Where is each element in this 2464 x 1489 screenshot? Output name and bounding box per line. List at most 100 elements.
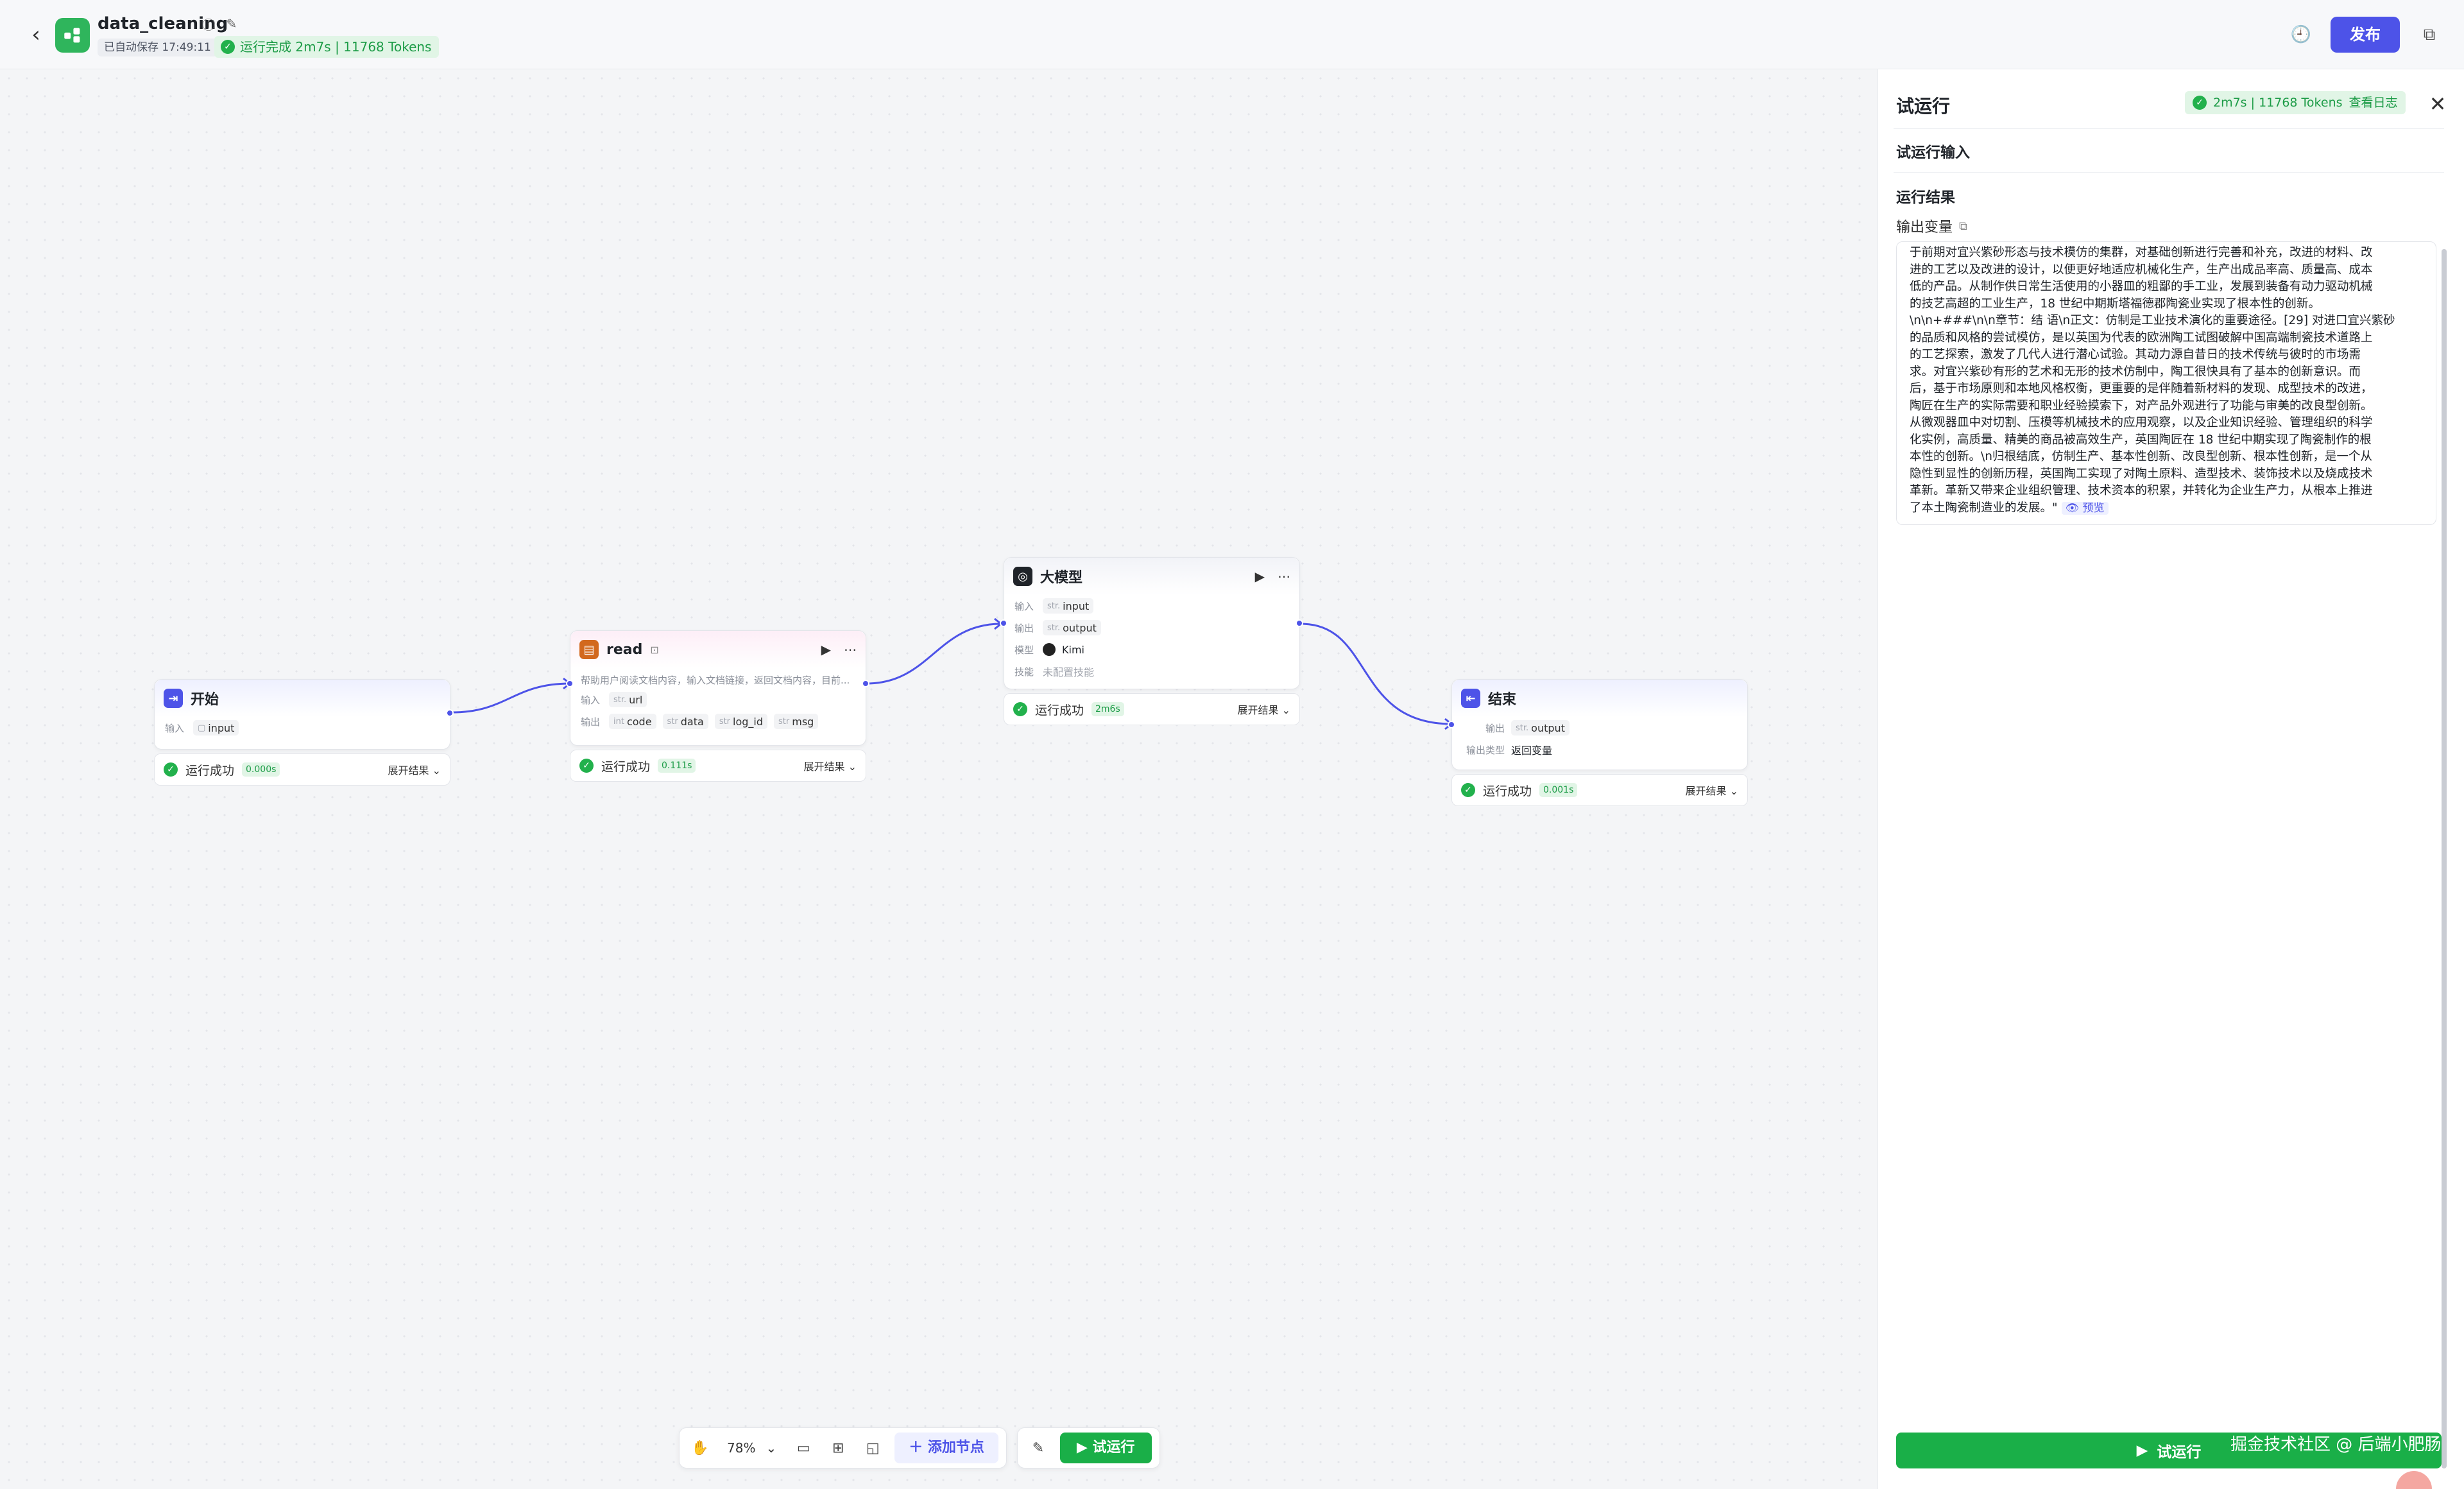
node-start-header: ⇥ 开始 xyxy=(155,680,450,717)
info-icon[interactable]: ⓘ xyxy=(202,17,215,33)
llm-output-tag: str.output xyxy=(1043,620,1101,635)
node-read[interactable]: ▤ read ⊡ ▶ ⋯ 帮助用户阅读文档内容，输入文档链接，返回文档内容，目前… xyxy=(566,630,869,746)
top-header: ‹ data_cleaning ⓘ ✎ 已自动保存 17:49:11 ✓ 运行完… xyxy=(0,0,2464,69)
plugin-icon: ▤ xyxy=(579,640,599,659)
panel-test-run-button[interactable]: ▶ 试运行 xyxy=(1896,1433,2442,1468)
panel-stat-text: 2m7s | 11768 Tokens xyxy=(2213,96,2343,110)
start-status: ✓ 运行成功 0.000s 展开结果 ⌄ xyxy=(154,753,450,786)
start-expand-button[interactable]: 展开结果 ⌄ xyxy=(388,764,441,777)
zoom-select[interactable]: 78% ⌄ xyxy=(722,1440,782,1456)
check-circle-icon: ✓ xyxy=(2193,96,2207,110)
publish-button[interactable]: 发布 xyxy=(2331,17,2400,53)
start-node-icon: ⇥ xyxy=(164,689,183,708)
node-end[interactable]: ⇤ 结束 输出 str.output 输出类型 返回变量 xyxy=(1448,679,1748,770)
test-run-button[interactable]: ▶ 试运行 xyxy=(1059,1433,1152,1463)
node-start[interactable]: ⇥ 开始 输入 ▢input xyxy=(154,679,454,750)
start-expand-label: 展开结果 xyxy=(388,764,429,777)
hand-tool-icon[interactable]: ✋ xyxy=(691,1440,709,1456)
copy-icon[interactable]: ⧉ xyxy=(2423,24,2436,44)
workflow-app-icon xyxy=(55,18,90,53)
debug-icon[interactable]: ✎ xyxy=(1032,1440,1045,1456)
test-run-input-section[interactable]: 试运行输入 xyxy=(1896,144,1970,161)
output-line: 低的产品。从制作供日常生活使用的小器皿的粗鄙的手工业，发展到装备有动力驱动机械 xyxy=(1910,280,2373,293)
read-status: ✓ 运行成功 0.111s 展开结果 ⌄ xyxy=(570,750,866,782)
more-icon[interactable]: ⋯ xyxy=(844,642,857,657)
type-str: str. xyxy=(1047,623,1061,633)
llm-skill-label: 技能 xyxy=(1014,666,1034,678)
output-line: 本性的创新。\n归根结底，仿制生产、基本性创新、改良型创新、根本性创新，是一个从 xyxy=(1910,450,2372,463)
output-line: 后，基于市场原则和本地风格权衡，更重要的是伴随着新材料的发现、成型技术的改进， xyxy=(1910,382,2373,395)
close-icon[interactable]: ✕ xyxy=(2429,92,2447,116)
preview-button[interactable]: 👁 预览 xyxy=(2061,501,2109,515)
type-str: str. xyxy=(1047,601,1061,611)
workflow-title: data_cleaning xyxy=(98,14,228,33)
play-icon[interactable]: ▶ xyxy=(1254,569,1265,584)
output-line: 从微观器皿中对切割、压模等机械技术的应用观察，以及企业知识经验、管理组织的科学 xyxy=(1910,416,2373,429)
layout-icon[interactable]: ⊞ xyxy=(832,1440,844,1456)
autosave-badge: 已自动保存 17:49:11 xyxy=(98,39,218,56)
preview-label: 预览 xyxy=(2082,501,2105,515)
llm-skill-value: 未配置技能 xyxy=(1043,666,1095,678)
edge-start-read xyxy=(451,682,570,714)
output-line: 了本土陶瓷制造业的发展。" xyxy=(1910,501,2058,515)
start-input-tag: ▢input xyxy=(193,720,239,736)
copy-icon[interactable]: ⧉ xyxy=(1959,219,1967,233)
llm-time-badge: 2m6s xyxy=(1091,702,1124,716)
end-input-port[interactable] xyxy=(1448,721,1455,728)
output-line: 隐性到显性的创新历程，英国陶工实现了对陶土原料、造型技术、装饰技术以及烧成技术 xyxy=(1910,467,2373,481)
node-llm[interactable]: ◎ 大模型 ▶ ⋯ 输入 str.input 输出 str.output 模型 … xyxy=(1000,557,1303,689)
check-circle-icon: ✓ xyxy=(1013,702,1027,716)
toolbar-run-group: ✎ ▶ 试运行 xyxy=(1016,1427,1160,1468)
play-icon[interactable]: ▶ xyxy=(821,642,831,657)
node-end-title: 结束 xyxy=(1488,692,1517,708)
end-output-type: 返回变量 xyxy=(1511,744,1553,757)
output-line-last: 了本土陶瓷制造业的发展。"👁 预览 xyxy=(1910,500,2426,517)
view-log-link[interactable]: 查看日志 xyxy=(2348,96,2398,110)
read-input-tag: str.url xyxy=(609,692,647,707)
end-output-var: output xyxy=(1531,721,1565,734)
end-expand-button[interactable]: 展开结果 ⌄ xyxy=(1685,785,1738,797)
llm-node-icon: ◎ xyxy=(1013,567,1032,586)
output-text-box[interactable]: 于前期对宜兴紫砂形态与技术模仿的集群，对基础创新进行完善和补充，改进的材料、改 … xyxy=(1896,241,2436,525)
workflow-canvas[interactable]: ⇥ 开始 输入 ▢input ✓ 运行成功 0.000s 展开结果 ⌄ ▤ re… xyxy=(0,69,1874,1489)
edge-read-llm xyxy=(866,623,1002,685)
panel-divider xyxy=(1894,128,2444,129)
run-result-section: 运行结果 xyxy=(1896,189,1955,206)
output-line: 的技艺高超的工业生产，18 世纪中期斯塔福德郡陶瓷业实现了根本性的创新。 xyxy=(1910,297,2320,311)
minimap-icon[interactable]: ◱ xyxy=(866,1440,880,1456)
more-icon[interactable]: ⋯ xyxy=(1278,569,1290,584)
type-int: int xyxy=(613,716,624,727)
end-status: ✓ 运行成功 0.001s 展开结果 ⌄ xyxy=(1451,774,1748,806)
edit-icon[interactable]: ✎ xyxy=(226,16,237,31)
llm-output-port[interactable] xyxy=(1296,619,1303,627)
output-line: \n\n+###\n\n章节：结 语\n正文：仿制是工业技术演化的重要途径。[2… xyxy=(1910,314,2395,327)
end-output-tag: str.output xyxy=(1511,720,1570,736)
start-input-var: input xyxy=(208,721,235,734)
check-circle-icon: ✓ xyxy=(221,40,235,54)
output-line: 进的工艺以及改进的设计，以便更好地适应机械化生产，生产出成品率高、质量高、成本 xyxy=(1910,263,2373,277)
run-status-text: 运行完成 2m7s | 11768 Tokens xyxy=(240,39,432,55)
chevron-down-icon: ⌄ xyxy=(766,1440,777,1456)
watermark-text: 掘金技术社区 @ 后端小肥肠 xyxy=(2230,1435,2442,1454)
start-status-text: 运行成功 xyxy=(185,763,235,778)
back-arrow-icon[interactable]: ‹ xyxy=(31,22,40,47)
panel-scrollbar[interactable] xyxy=(2442,249,2447,1468)
start-input-label: 输入 xyxy=(165,722,185,734)
test-run-label: 试运行 xyxy=(1092,1440,1135,1456)
llm-expand-button[interactable]: 展开结果 ⌄ xyxy=(1237,704,1290,716)
llm-input-port[interactable] xyxy=(1000,619,1007,627)
comment-icon[interactable]: ▭ xyxy=(796,1440,810,1456)
node-start-title: 开始 xyxy=(191,692,219,708)
zoom-value: 78% xyxy=(727,1440,756,1456)
llm-input-label: 输入 xyxy=(1014,600,1034,612)
start-output-port[interactable] xyxy=(446,709,454,717)
read-expand-button[interactable]: 展开结果 ⌄ xyxy=(803,761,857,773)
read-input-port[interactable] xyxy=(566,680,574,687)
read-description: 帮助用户阅读文档内容，输入文档链接，返回文档内容，目前... xyxy=(581,675,850,686)
read-output-port[interactable] xyxy=(862,680,869,687)
add-node-button[interactable]: ＋ 添加节点 xyxy=(894,1433,998,1463)
history-icon[interactable]: 🕘 xyxy=(2290,25,2312,44)
